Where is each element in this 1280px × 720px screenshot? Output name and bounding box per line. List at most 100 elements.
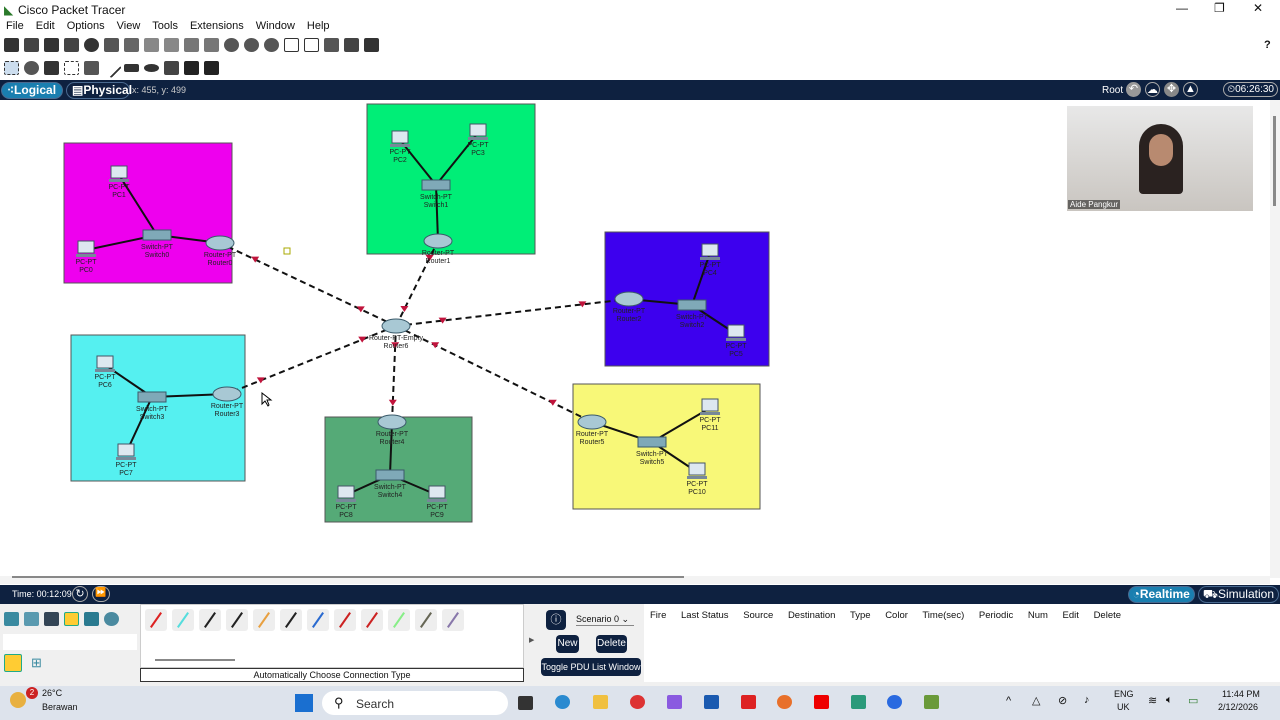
router6-label[interactable]: Router-PT-Empty [369,335,424,342]
cluster-icon[interactable] [324,38,339,52]
pc9-pc-base[interactable] [427,499,447,502]
zoom-in-icon[interactable] [224,38,239,52]
horizontal-scrollbar[interactable] [0,576,1270,584]
pc2-pc-base[interactable] [390,144,410,147]
delete-scenario-button[interactable]: Delete [596,635,627,653]
switch0-label[interactable]: Switch-PT [141,244,174,251]
switch1-label[interactable]: Switch1 [424,202,449,209]
copy-icon[interactable] [144,38,159,52]
custom-device-icon[interactable] [304,38,319,52]
pc0-label[interactable]: PC-PT [76,259,98,266]
open-icon[interactable] [24,38,39,52]
router1-router-icon[interactable] [423,233,453,249]
pc2-pc-icon[interactable] [391,130,409,144]
pc5-label[interactable]: PC5 [729,351,743,358]
pc6-pc-icon[interactable] [96,355,114,369]
router5-router-icon[interactable] [577,414,607,430]
drawing-palette-icon[interactable] [284,38,299,52]
pc11-label[interactable]: PC-PT [700,417,722,424]
wizard-icon[interactable] [104,38,119,52]
image-icon[interactable] [364,38,379,52]
paste-icon[interactable] [164,38,179,52]
pc3-label[interactable]: PC3 [471,150,485,157]
router4-label[interactable]: Router4 [380,439,405,446]
language-indicator[interactable]: ENG [1114,689,1134,699]
firefox-icon[interactable] [777,695,792,709]
switch2-switch-icon[interactable] [677,299,707,311]
pc9-label[interactable]: PC-PT [427,504,449,511]
category-search[interactable] [3,634,137,650]
switch5-label[interactable]: Switch-PT [636,451,669,458]
store-icon[interactable] [704,695,719,709]
router2-label[interactable]: Router-PT [613,308,646,315]
switch5-switch-icon[interactable] [637,436,667,448]
pc0-pc-base[interactable] [76,254,96,257]
search-box[interactable]: ⚲ Search [322,691,508,715]
print-icon[interactable] [64,38,79,52]
pc1-pc-icon[interactable] [110,165,128,179]
weather-icon[interactable] [10,692,26,708]
pc8-pc-icon[interactable] [337,485,355,499]
pc11-pc-base[interactable] [700,412,720,415]
minimize-button[interactable]: — [1176,1,1188,15]
mic-icon[interactable]: ♪ [1084,694,1090,706]
switch3-label[interactable]: Switch-PT [136,406,169,413]
connection-type-4[interactable] [253,609,275,631]
connections-scrollbar[interactable] [155,659,235,661]
clock-date[interactable]: 2/12/2026 [1218,702,1259,712]
scenario-select[interactable]: Scenario 0 ⌄ [576,614,634,626]
connection-type-11[interactable] [442,609,464,631]
switch3-label[interactable]: Switch3 [140,414,165,421]
network-devices-icon[interactable] [4,612,19,626]
pc7-pc-base[interactable] [116,457,136,460]
select-icon[interactable] [4,61,19,75]
resize-icon[interactable] [64,61,79,75]
menu-file[interactable]: File [6,20,24,32]
logical-tab[interactable]: ⁖Logical [1,82,63,99]
pc2-label[interactable]: PC2 [393,157,407,164]
pc1-pc-base[interactable] [109,179,129,182]
pc9-pc-icon[interactable] [428,485,446,499]
info-icon[interactable] [84,38,99,52]
physical-tab[interactable]: ▤Physical [66,82,132,99]
connections-category-icon[interactable] [64,612,79,626]
zoom-icon[interactable] [887,695,902,709]
router1-label[interactable]: Router-PT [422,250,455,257]
router3-label[interactable]: Router3 [215,411,240,418]
multiuser-icon[interactable] [104,612,119,626]
pc11-pc-icon[interactable] [701,398,719,412]
redo-icon[interactable] [204,38,219,52]
youtube-icon[interactable] [814,695,829,709]
menu-extensions[interactable]: Extensions [189,20,244,32]
menu-help[interactable]: Help [306,20,330,32]
task-view-icon[interactable] [518,696,533,710]
start-icon[interactable] [295,694,313,712]
selection-marker[interactable] [283,247,291,255]
pc4-label[interactable]: PC-PT [700,262,722,269]
simple-pdu-icon[interactable] [184,61,199,75]
router3-router-icon[interactable] [212,386,242,402]
pc10-pc-icon[interactable] [688,462,706,476]
pc8-label[interactable]: PC8 [339,512,353,519]
vertical-scrollbar[interactable] [1270,100,1280,578]
edge-icon[interactable] [555,695,570,709]
grid-icon[interactable]: ⊞ [31,655,42,670]
router0-label[interactable]: Router0 [208,260,233,267]
menu-options[interactable]: Options [66,20,105,32]
volume-icon[interactable]: 🔈︎ [1166,694,1173,706]
freeform-icon[interactable] [164,61,179,75]
pc9-label[interactable]: PC9 [430,512,444,519]
switch4-label[interactable]: Switch4 [378,492,403,499]
switch1-label[interactable]: Switch-PT [420,194,453,201]
pc10-label[interactable]: PC-PT [687,481,709,488]
battery-icon[interactable]: ▭ [1188,695,1199,707]
zoom-reset-icon[interactable] [244,38,259,52]
pc6-label[interactable]: PC-PT [95,374,117,381]
connection-type-1[interactable] [172,609,194,631]
connection-type-2[interactable] [199,609,221,631]
pc1-label[interactable]: PC1 [112,192,126,199]
router5-label[interactable]: Router5 [580,439,605,446]
new-scenario-button[interactable]: New [556,635,579,653]
router2-router-icon[interactable] [614,291,644,307]
